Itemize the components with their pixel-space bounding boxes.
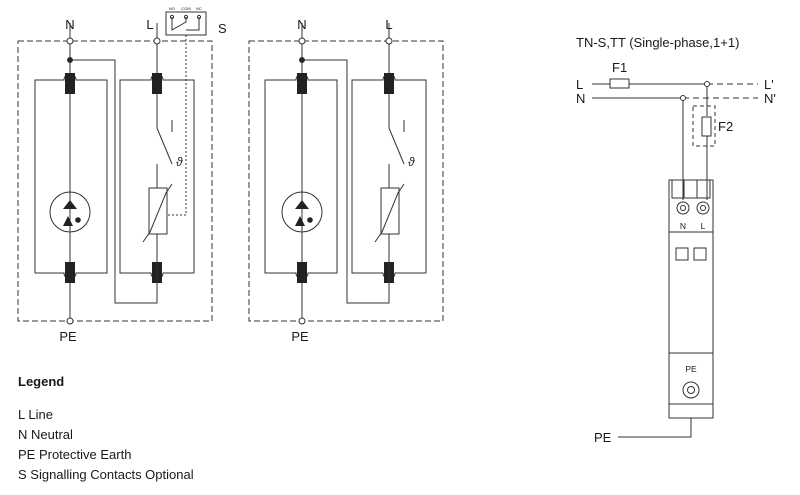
status-window-n	[675, 247, 689, 261]
contact-com-label: COM	[181, 6, 190, 11]
module-2-n-label: N	[297, 17, 306, 32]
module-1-signal-label: S	[218, 21, 227, 36]
legend-heading: Legend	[18, 374, 65, 389]
module-1-l-terminal	[153, 37, 161, 45]
module-1-pe-label: PE	[59, 329, 77, 344]
module-1-varistor	[148, 187, 168, 235]
fuse-f1-label: F1	[612, 60, 627, 75]
module-1-n-terminal	[66, 37, 74, 45]
wiring-l-in-label: L	[576, 77, 583, 92]
module-2-housing	[248, 40, 444, 322]
legend-item-neutral: N Neutral	[18, 427, 73, 442]
module-2-pe-label: PE	[291, 329, 309, 344]
terminal-pe-screw	[682, 381, 700, 399]
module-1-gas-discharge-tube	[49, 191, 91, 233]
module-2-gas-discharge-tube	[281, 191, 323, 233]
status-window-l	[693, 247, 707, 261]
contact-no-label: NO	[169, 6, 175, 11]
terminal-n-screw	[676, 201, 690, 215]
fuse-f1	[609, 78, 630, 89]
wiring-title: TN-S,TT (Single-phase,1+1)	[576, 35, 739, 50]
device-terminal-l-label: L	[701, 221, 706, 231]
fuse-f2-label: F2	[718, 119, 733, 134]
module-2-thermal-symbol: ϑ	[408, 155, 415, 169]
module-2-n-pole-frame	[264, 73, 338, 280]
legend-item-line: L Line	[18, 407, 53, 422]
legend-item-signalling-contacts: S Signalling Contacts Optional	[18, 467, 194, 482]
module-2-varistor	[380, 187, 400, 235]
module-1-n-label: N	[65, 17, 74, 32]
legend-item-protective-earth: PE Protective Earth	[18, 447, 132, 462]
fuse-f2	[701, 116, 712, 137]
device-pe-label: PE	[685, 364, 697, 374]
module-2-l-label: L	[385, 17, 392, 32]
wiring-pe-lead-label: PE	[594, 430, 612, 445]
wiring-n-out-label: N'	[764, 91, 776, 106]
contact-nc-label: NC	[196, 6, 202, 11]
wiring-diagram	[592, 78, 758, 438]
module-1-l-label: L	[146, 17, 153, 32]
module-1-housing	[17, 40, 213, 322]
device-terminal-n-label: N	[680, 221, 686, 231]
module-1-thermal-symbol: ϑ	[176, 155, 183, 169]
terminal-l-screw	[696, 201, 710, 215]
legend: Legend L Line N Neutral PE Protective Ea…	[18, 372, 194, 485]
wiring-l-out-label: L'	[764, 77, 774, 92]
module-2	[248, 23, 444, 325]
module-1-pe-terminal	[66, 317, 74, 325]
module-1	[17, 11, 213, 325]
wiring-n-in-label: N	[576, 91, 585, 106]
module-1-n-pole-frame	[34, 73, 108, 280]
